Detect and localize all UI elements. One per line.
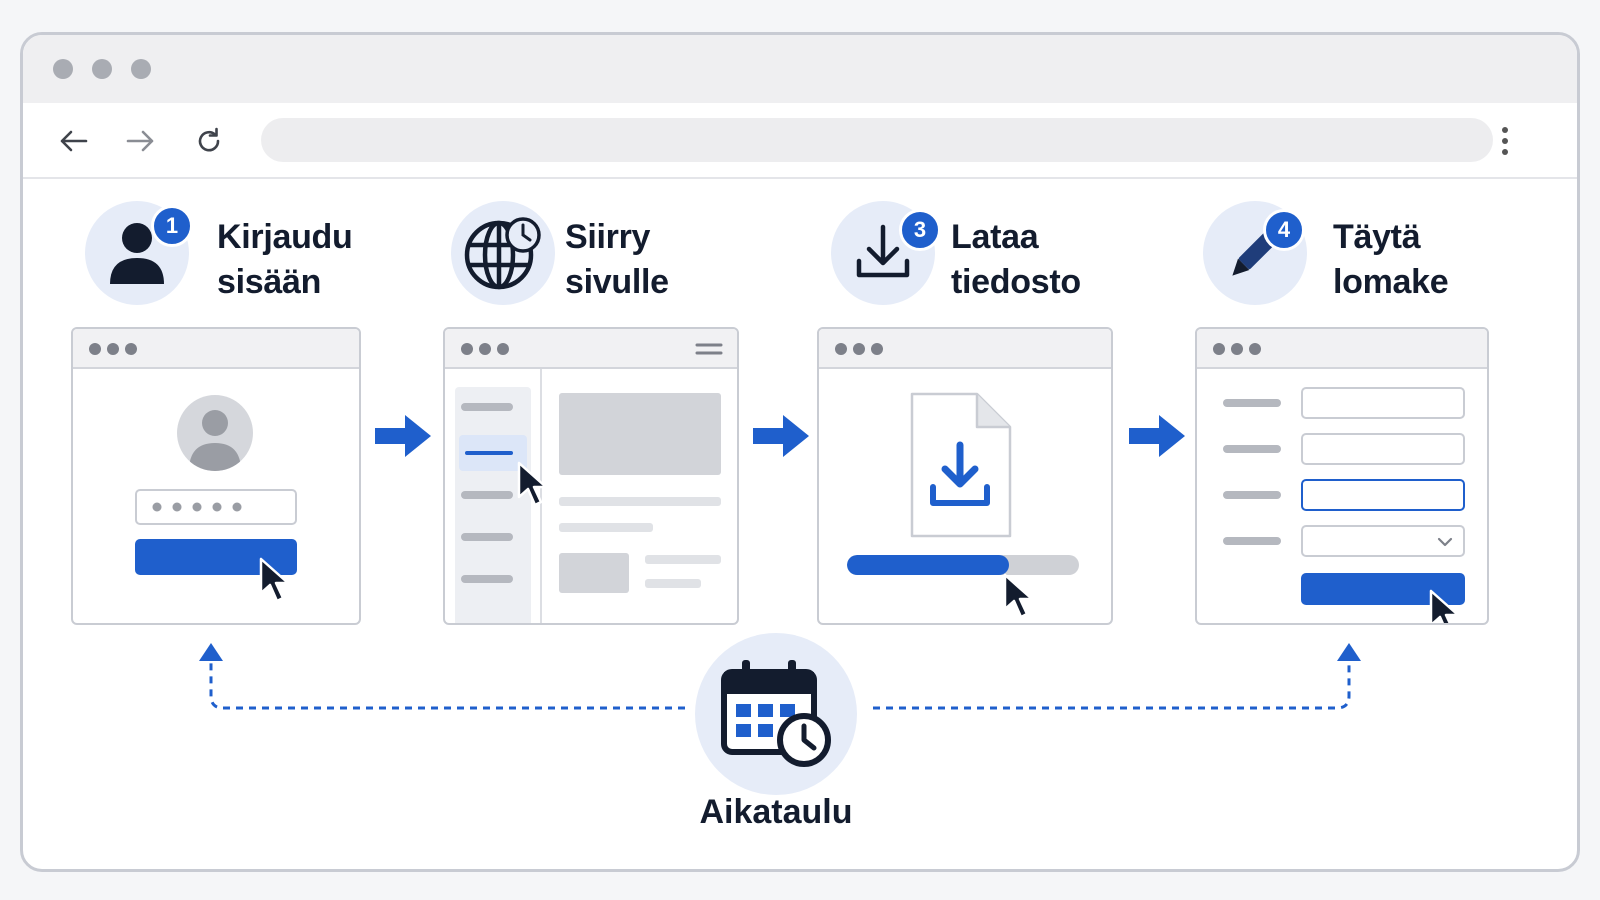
form-field-focused[interactable]	[1301, 479, 1465, 511]
download-progress-track	[847, 555, 1079, 575]
more-menu-icon[interactable]	[1485, 121, 1525, 161]
form-label	[1223, 445, 1281, 453]
step-2-label: Siirry sivulle	[565, 218, 669, 301]
cursor-icon	[517, 461, 548, 507]
step-1-label: Kirjaudu sisään	[217, 218, 353, 301]
cursor-icon	[259, 557, 290, 603]
window-minimize-dot[interactable]	[92, 59, 112, 79]
step-number-badge: 4	[1263, 209, 1305, 251]
flow-arrow-icon	[753, 415, 809, 457]
sidebar-item[interactable]	[461, 533, 513, 541]
flow-arrow-icon	[1129, 415, 1185, 457]
thumbnail-placeholder	[559, 553, 629, 593]
forward-icon[interactable]	[121, 121, 161, 161]
form-mockup	[1195, 327, 1489, 625]
up-arrow-icon	[1337, 643, 1361, 661]
avatar	[177, 395, 253, 471]
download-progress-fill	[847, 555, 1010, 575]
hamburger-menu-icon[interactable]	[695, 341, 723, 357]
calendar-clock-icon	[695, 633, 857, 795]
browser-window: 1 Kirjaudu sisään Siirry sivulle 3 Lataa…	[20, 32, 1580, 872]
step-4-label: Täytä lomake	[1333, 218, 1449, 301]
mockup-titlebar	[445, 329, 737, 369]
form-label	[1223, 491, 1281, 499]
address-bar[interactable]	[261, 118, 1493, 162]
step-number-badge: 3	[899, 209, 941, 251]
download-mockup	[817, 327, 1113, 625]
step-3-label: Lataa tiedosto	[951, 218, 1081, 301]
up-arrow-icon	[199, 643, 223, 661]
sidebar-item-active[interactable]	[459, 435, 527, 471]
step-number-badge: 1	[151, 205, 193, 247]
text-line	[645, 579, 701, 588]
download-icon	[831, 201, 935, 305]
login-mockup	[71, 327, 361, 625]
sidebar-item[interactable]	[461, 491, 513, 499]
sidebar-item[interactable]	[461, 575, 513, 583]
form-select[interactable]	[1301, 525, 1465, 557]
step-1-heading: 1 Kirjaudu sisään	[85, 201, 385, 317]
content-image-placeholder	[559, 393, 721, 475]
schedule-label: Aikataulu	[699, 793, 853, 831]
form-label	[1223, 399, 1281, 407]
reload-icon[interactable]	[189, 121, 229, 161]
mockup-titlebar	[819, 329, 1111, 369]
password-field[interactable]	[135, 489, 297, 525]
title-bar	[23, 35, 1577, 103]
text-line	[559, 523, 653, 532]
file-download-icon	[910, 392, 1012, 538]
back-icon[interactable]	[53, 121, 93, 161]
sidebar-item[interactable]	[461, 403, 513, 411]
window-maximize-dot[interactable]	[131, 59, 151, 79]
cursor-icon	[1429, 589, 1460, 623]
navigation-mockup	[443, 327, 739, 625]
flow-arrow-icon	[375, 415, 431, 457]
form-field[interactable]	[1301, 387, 1465, 419]
text-line	[559, 497, 721, 506]
chevron-down-icon	[1437, 537, 1453, 547]
text-line	[645, 555, 721, 564]
cursor-icon	[1003, 573, 1034, 619]
browser-toolbar	[23, 103, 1577, 179]
mockup-titlebar	[73, 329, 359, 369]
step-4-heading: 4 Täytä lomake	[1203, 201, 1523, 317]
form-field[interactable]	[1301, 433, 1465, 465]
globe-clock-icon	[451, 201, 555, 305]
step-2-heading: Siirry sivulle	[451, 201, 751, 317]
sidebar	[455, 387, 531, 623]
window-close-dot[interactable]	[53, 59, 73, 79]
mockup-titlebar	[1197, 329, 1487, 369]
step-3-heading: 3 Lataa tiedosto	[831, 201, 1131, 317]
form-label	[1223, 537, 1281, 545]
